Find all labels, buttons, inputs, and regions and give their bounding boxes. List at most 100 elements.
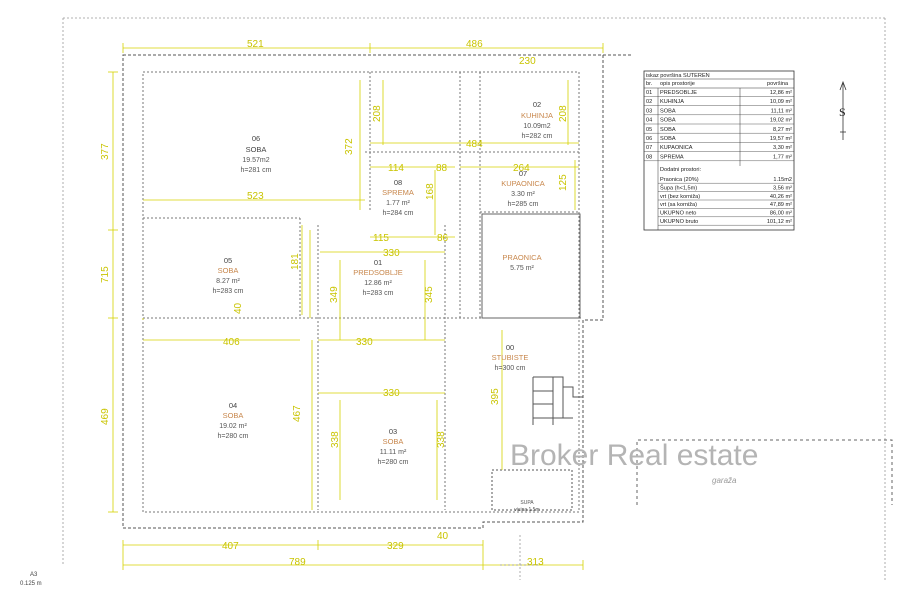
stairs bbox=[491, 376, 583, 511]
room-number: 00 bbox=[506, 343, 514, 352]
extra-cell-description: UKUPNO neto bbox=[660, 211, 696, 217]
extra-cell-area: 3,56 m² bbox=[773, 185, 792, 191]
extra-cell-area: 86,00 m² bbox=[770, 211, 792, 217]
room-area: 3.30 m² bbox=[511, 191, 535, 198]
extra-cell-area: 40,26 m² bbox=[770, 194, 792, 200]
room-name: PRAONICA bbox=[502, 253, 541, 262]
room-number: 08 bbox=[394, 178, 402, 187]
room-name: SUPA bbox=[520, 500, 534, 506]
north-label: S bbox=[839, 105, 846, 119]
room-05-label: 05 SOBA 8.27 m² h=283 cm bbox=[213, 256, 244, 295]
dim-bottom-40: 40 bbox=[437, 531, 449, 542]
room-name: SOBA bbox=[246, 145, 267, 154]
table-header-number: br. bbox=[646, 81, 653, 87]
dim-left-469: 469 bbox=[100, 408, 111, 425]
table-cell-description: SPREMA bbox=[660, 154, 684, 160]
garaza-label: garaža bbox=[712, 476, 737, 485]
room-08-label: 08 SPREMA 1.77 m² h=284 cm bbox=[382, 178, 414, 217]
dim-bottom-313: 313 bbox=[527, 557, 544, 568]
table-cell-description: SOBA bbox=[660, 136, 676, 142]
room-name: STUBISTE bbox=[492, 353, 529, 362]
praonica-label: PRAONICA 5.75 m² bbox=[502, 253, 541, 272]
table-cell-number: 05 bbox=[646, 127, 652, 133]
dim-467: 467 bbox=[292, 405, 303, 422]
extra-cell-description: vrt (bez korniža) bbox=[660, 194, 700, 200]
dim-bottom-407: 407 bbox=[222, 541, 239, 552]
dim-top-486: 486 bbox=[466, 39, 483, 50]
building-outline bbox=[122, 54, 632, 529]
extra-cell-description: Praonica (20%) bbox=[660, 177, 699, 183]
dim-484: 484 bbox=[466, 139, 483, 150]
dim-115: 115 bbox=[373, 233, 389, 244]
dim-372: 372 bbox=[344, 138, 355, 155]
dim-395: 395 bbox=[490, 388, 501, 405]
dim-208a: 208 bbox=[372, 105, 383, 122]
room-area: 10.09m2 bbox=[523, 123, 550, 130]
interior-walls bbox=[142, 71, 583, 513]
sheet-scale: 0.125 m bbox=[20, 581, 42, 587]
table-cell-area: 19,02 m² bbox=[770, 118, 792, 124]
table-cell-number: 07 bbox=[646, 145, 652, 151]
north-arrow-icon bbox=[839, 80, 847, 140]
room-area: 11.11 m² bbox=[380, 449, 407, 456]
table-cell-number: 01 bbox=[646, 90, 652, 96]
watermark: Broker Real estate bbox=[510, 439, 758, 472]
dim-40-vertical: 40 bbox=[233, 302, 244, 314]
table-cell-area: 1,77 m² bbox=[773, 154, 792, 160]
table-cell-area: 11,11 m² bbox=[771, 108, 792, 114]
supa-label: SUPA visina 1.5m bbox=[514, 500, 539, 513]
table-header-area: površina bbox=[767, 81, 789, 87]
room-04-label: 04 SOBA 19.02 m² h=280 cm bbox=[218, 401, 249, 440]
room-number: 03 bbox=[389, 427, 397, 436]
table-cell-area: 10,09 m² bbox=[770, 99, 792, 105]
room-00-label: 00 STUBISTE h=300 cm bbox=[492, 343, 529, 372]
dim-168: 168 bbox=[425, 183, 436, 200]
room-height: h=283 cm bbox=[363, 290, 394, 297]
extra-cell-description: UKUPNO bruto bbox=[660, 219, 698, 225]
extra-cell-area: 101,12 m² bbox=[767, 219, 792, 225]
room-number: 05 bbox=[224, 256, 232, 265]
extra-cell-description: vrt (sa korniža) bbox=[660, 202, 697, 208]
room-name: KUHINJA bbox=[521, 111, 553, 120]
area-table: iskaz površina SUTEREN br. opis prostori… bbox=[643, 70, 795, 231]
table-header-description: opis prostorije bbox=[660, 81, 695, 87]
room-height: h=280 cm bbox=[378, 459, 409, 466]
room-06-label: 06 SOBA 19.57m2 h=281 cm bbox=[241, 134, 272, 174]
room-name: SPREMA bbox=[382, 188, 414, 197]
table-cell-description: SOBA bbox=[660, 108, 676, 114]
dim-330b: 330 bbox=[356, 337, 373, 348]
room-height: h=280 cm bbox=[218, 433, 249, 440]
room-name: SOBA bbox=[218, 266, 239, 275]
extra-title: Dodatni prostori: bbox=[660, 167, 701, 173]
room-area: 19.57m2 bbox=[242, 157, 269, 164]
room-area: 5.75 m² bbox=[510, 265, 534, 272]
dim-top-521: 521 bbox=[247, 39, 264, 50]
dim-330a: 330 bbox=[383, 248, 400, 259]
room-area: 8.27 m² bbox=[216, 278, 240, 285]
room-07-label: 07 KUPAONICA 3.30 m² h=285 cm bbox=[501, 169, 545, 208]
dim-264: 264 bbox=[513, 163, 530, 174]
dim-88: 88 bbox=[436, 163, 448, 174]
room-02-label: 02 KUHINJA 10.09m2 h=282 cm bbox=[521, 100, 553, 140]
dim-top-230: 230 bbox=[519, 56, 536, 67]
dim-86: 86 bbox=[437, 233, 449, 244]
dim-406: 406 bbox=[223, 337, 240, 348]
table-cell-number: 04 bbox=[646, 118, 652, 124]
room-name: KUPAONICA bbox=[501, 179, 545, 188]
room-height: h=282 cm bbox=[522, 133, 553, 140]
dim-left-715: 715 bbox=[100, 266, 111, 283]
table-cell-number: 06 bbox=[646, 136, 652, 142]
extra-cell-area: 47,89 m² bbox=[770, 202, 792, 208]
room-area: 12.86 m² bbox=[364, 280, 392, 287]
dim-338a: 338 bbox=[330, 431, 341, 448]
room-name: PREDSOBLJE bbox=[353, 268, 403, 277]
room-01-label: 01 PREDSOBLJE 12.86 m² h=283 cm bbox=[353, 258, 403, 297]
table-cell-area: 8,27 m² bbox=[773, 127, 792, 133]
dimension-lines bbox=[108, 43, 604, 570]
dim-125: 125 bbox=[558, 174, 569, 191]
garage-outline bbox=[636, 439, 893, 505]
table-cell-area: 19,57 m² bbox=[770, 136, 792, 142]
room-03-label: 03 SOBA 11.11 m² h=280 cm bbox=[378, 427, 409, 466]
table-cell-description: KUHINJA bbox=[660, 99, 684, 105]
